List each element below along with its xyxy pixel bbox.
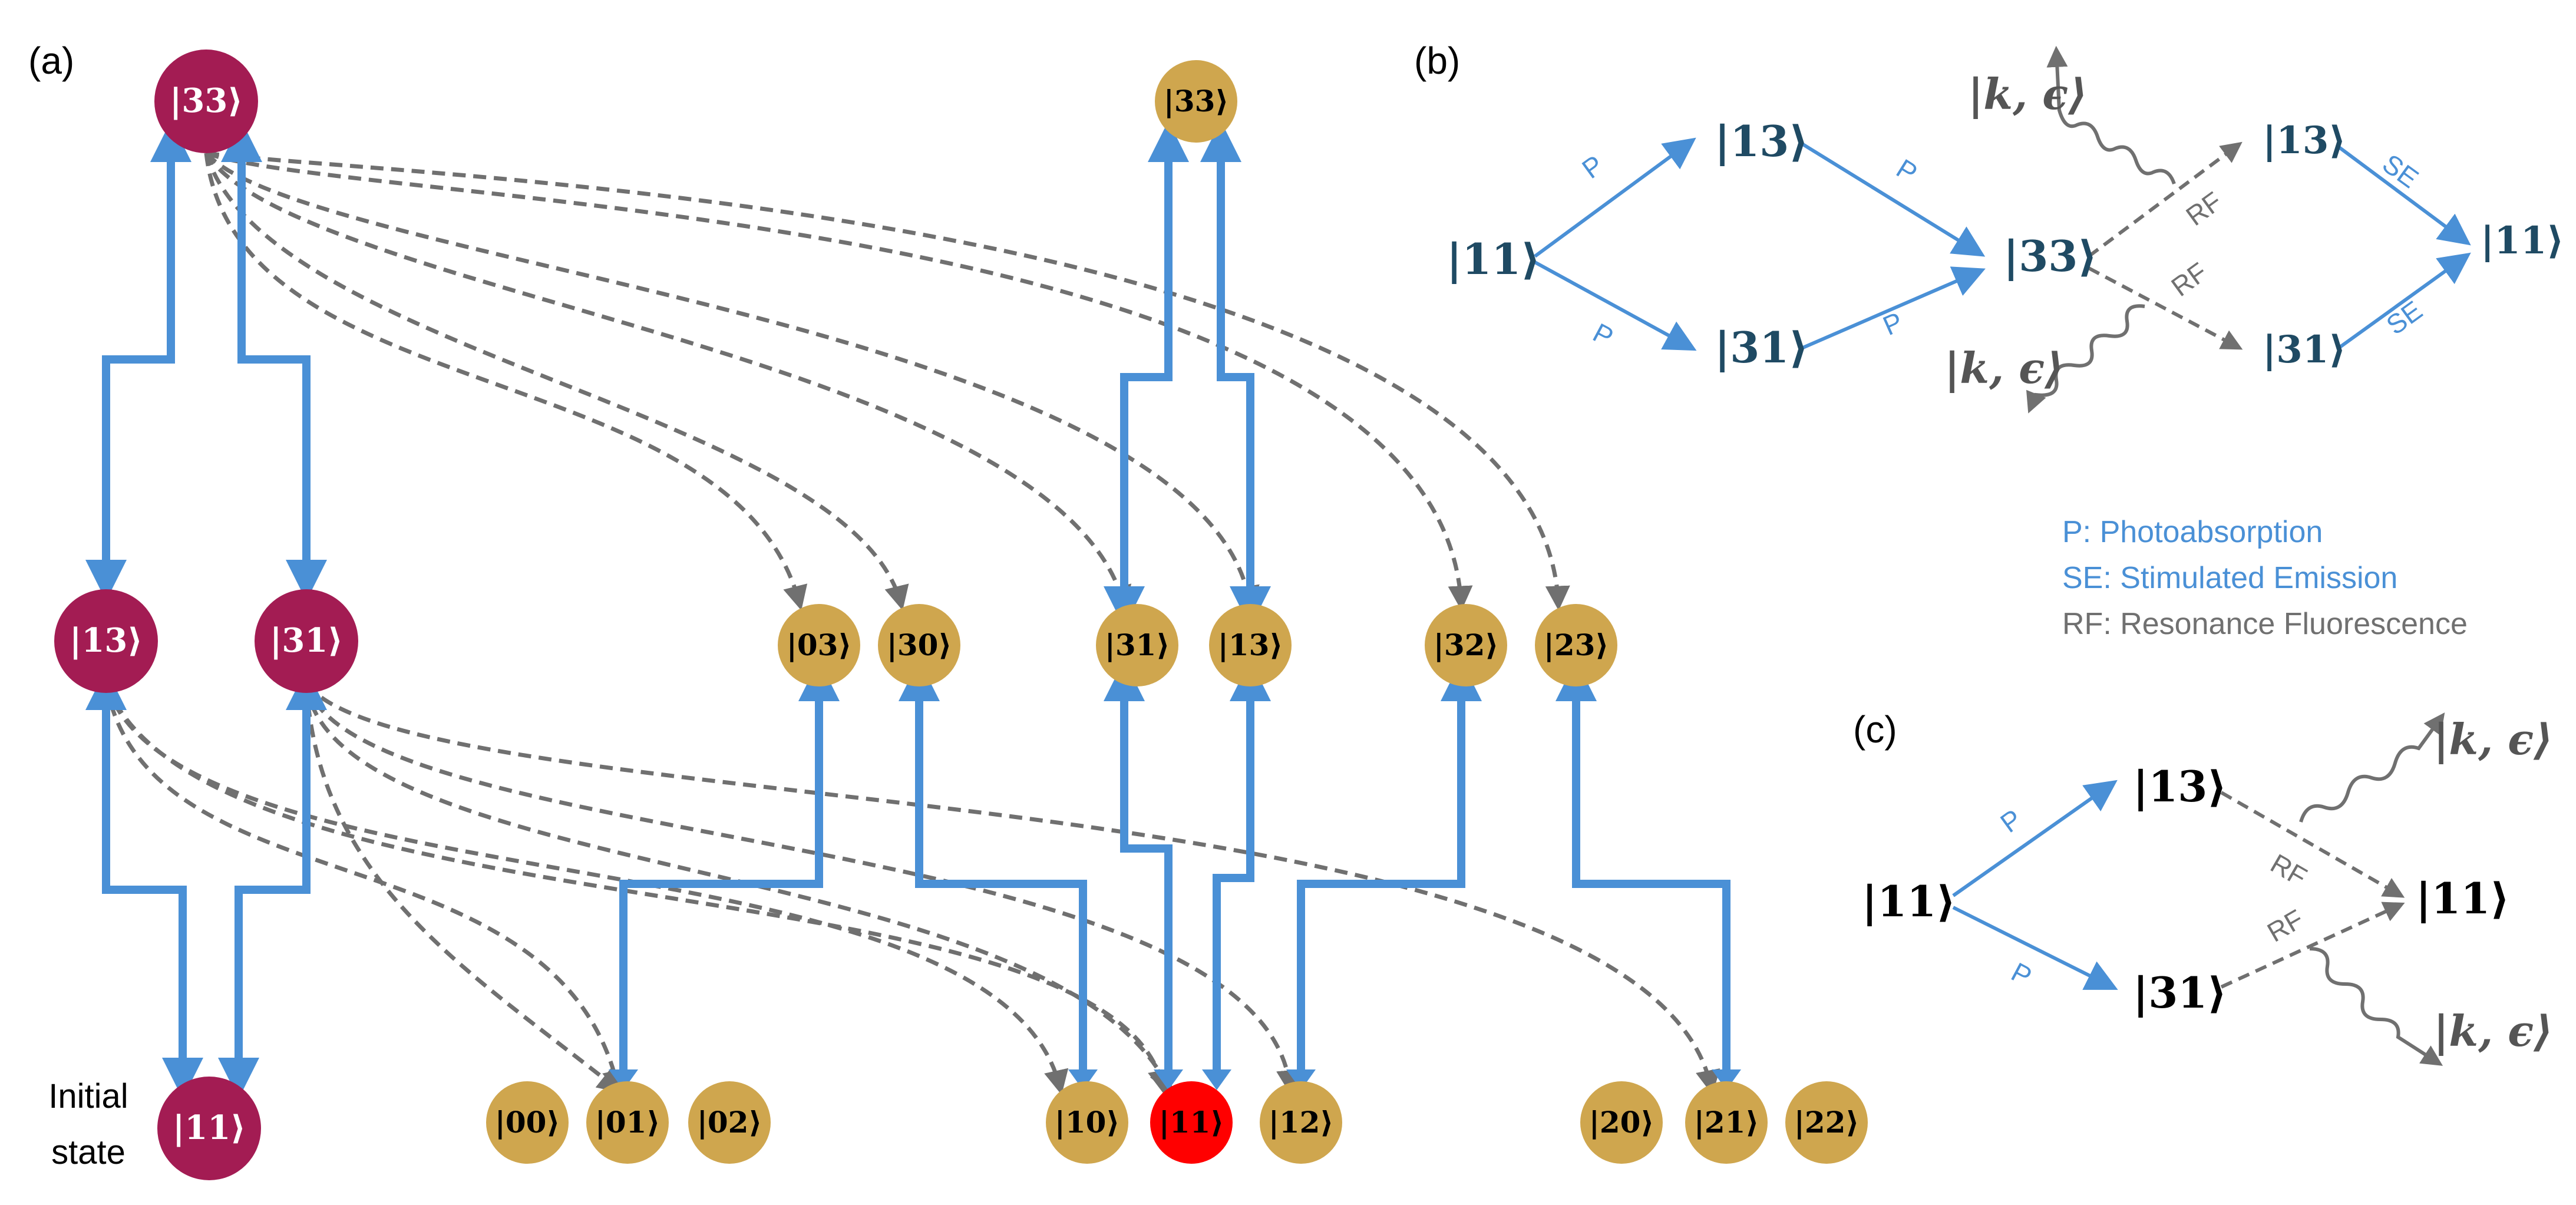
ket: |11⟩	[1862, 876, 1956, 926]
panel-label-b: (b)	[1414, 39, 1460, 82]
node-label: |00⟩	[495, 1105, 560, 1140]
node-label: |13⟩	[1218, 628, 1283, 663]
initial-state-label-1: Initial	[48, 1077, 128, 1115]
node-label: |31⟩	[270, 621, 343, 660]
node-label: |02⟩	[697, 1105, 762, 1140]
node-label: |23⟩	[1544, 628, 1609, 663]
panel-label-a: (a)	[28, 39, 74, 82]
bottom-row: |00⟩ |01⟩ |02⟩ |10⟩ |11⟩ |12⟩ |20⟩ |21⟩ …	[486, 1081, 1868, 1164]
node-label: |33⟩	[170, 81, 243, 120]
ket: |13⟩	[2133, 761, 2227, 811]
gold-node-33: |33⟩	[1155, 60, 1237, 143]
node-label: |13⟩	[70, 621, 143, 660]
maroon-node-33: |33⟩	[154, 49, 258, 153]
photon-ket-bottom-c: |k, ϵ⟩	[2433, 1006, 2553, 1056]
maroon-node-31: |31⟩	[255, 589, 358, 693]
maroon-node-11: |11⟩	[157, 1077, 261, 1180]
svg-text:RF: RF	[2180, 186, 2227, 232]
svg-text:P: P	[1891, 153, 1923, 188]
ket: |13⟩	[2263, 118, 2346, 163]
legend: P: Photoabsorption SE: Stimulated Emissi…	[2062, 515, 2468, 641]
ket: |31⟩	[2263, 328, 2346, 372]
node-label: |12⟩	[1269, 1105, 1334, 1140]
maroon-node-13: |13⟩	[54, 589, 158, 693]
ket: |11⟩	[2481, 219, 2564, 263]
panel-c-kets: |11⟩ |13⟩ |31⟩ |11⟩	[1862, 761, 2509, 1018]
panel-b-kets: |11⟩ |13⟩ |31⟩ |33⟩ |13⟩ |31⟩ |11⟩	[1446, 116, 2564, 372]
absorption-arrowheads	[609, 1069, 1741, 1090]
node-label: |33⟩	[1164, 84, 1229, 119]
absorption-ladders	[85, 121, 1730, 1099]
svg-text:P: P	[1588, 317, 1619, 352]
svg-text:P: P	[1994, 803, 2027, 838]
legend-photoabsorption: P: Photoabsorption	[2062, 515, 2323, 549]
svg-text:P: P	[1576, 149, 1609, 184]
photon-ket-top-c: |k, ϵ⟩	[2433, 714, 2553, 764]
node-label: |20⟩	[1589, 1105, 1654, 1140]
panel-label-c: (c)	[1853, 708, 1897, 751]
node-label: |01⟩	[595, 1105, 660, 1140]
svg-text:RF: RF	[2165, 256, 2212, 302]
node-label: |21⟩	[1694, 1105, 1759, 1140]
node-label: |03⟩	[787, 628, 852, 663]
node-label: |30⟩	[887, 628, 952, 663]
legend-stimulated-emission: SE: Stimulated Emission	[2062, 561, 2397, 595]
ket: |31⟩	[1715, 322, 1808, 372]
ket: |11⟩	[1446, 234, 1540, 284]
node-label: |32⟩	[1434, 628, 1499, 663]
node-label: |10⟩	[1055, 1105, 1120, 1140]
node-label: |11⟩	[1159, 1105, 1224, 1140]
svg-text:RF: RF	[2265, 848, 2312, 893]
panel-c-arrows	[1952, 712, 2445, 1066]
panel-b-arrows	[1534, 45, 2471, 414]
node-label: |31⟩	[1105, 628, 1170, 663]
photon-ket-top-b: |k, ϵ⟩	[1968, 69, 2088, 119]
svg-text:SE: SE	[2380, 295, 2428, 341]
initial-state-label-2: state	[51, 1133, 126, 1171]
svg-text:RF: RF	[2262, 903, 2309, 948]
svg-text:SE: SE	[2377, 148, 2424, 194]
svg-text:P: P	[1878, 306, 1907, 341]
ket: |13⟩	[1715, 116, 1808, 166]
ket: |33⟩	[2003, 231, 2097, 281]
photon-ket-bottom-b: |k, ϵ⟩	[1944, 343, 2064, 393]
ket: |31⟩	[2133, 968, 2227, 1018]
node-label: |11⟩	[173, 1108, 246, 1147]
panel-b-edge-labels: P P P P RF RF SE SE	[1576, 148, 2428, 352]
legend-resonance-fluorescence: RF: Resonance Fluorescence	[2062, 607, 2468, 641]
gold-mid-row: |03⟩ |30⟩ |31⟩ |13⟩ |32⟩ |23⟩	[778, 604, 1617, 686]
svg-text:P: P	[2006, 956, 2037, 992]
node-label: |22⟩	[1794, 1105, 1860, 1140]
ket: |11⟩	[2416, 873, 2509, 923]
